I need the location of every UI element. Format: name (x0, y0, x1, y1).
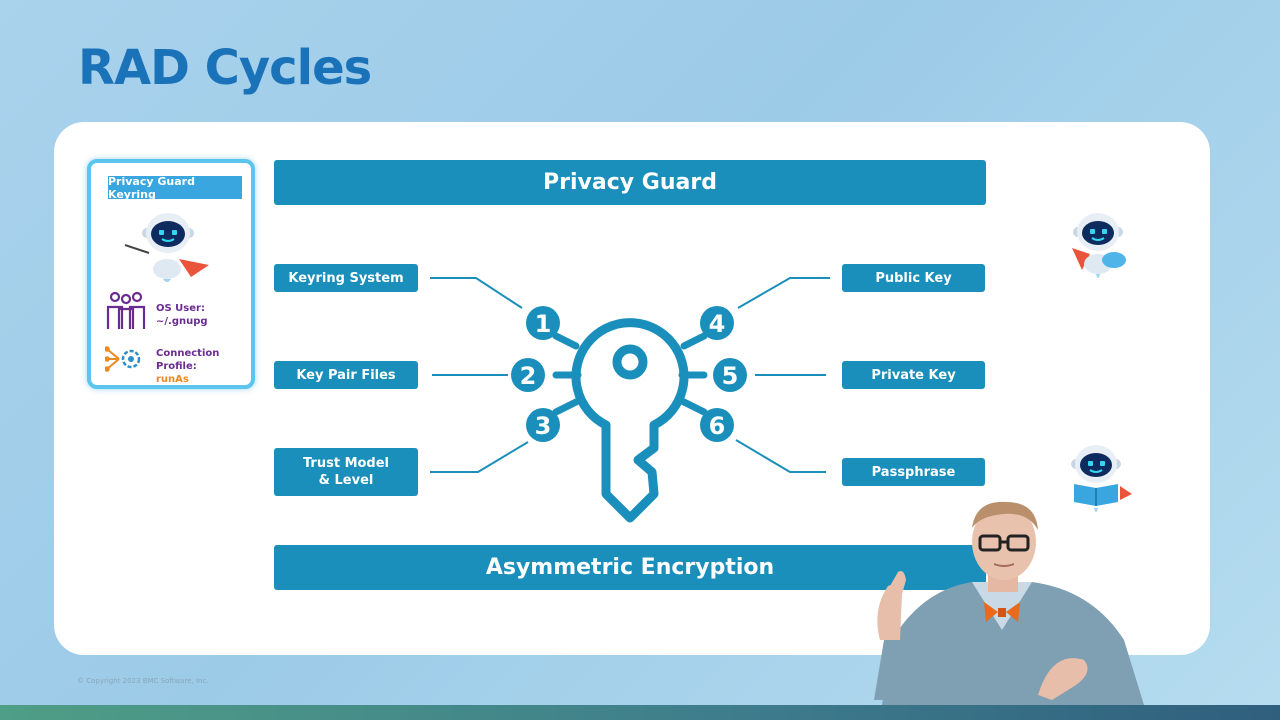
keyring-panel: Privacy Guard Keyring OS User: ~/.gnupg … (87, 159, 255, 389)
connection-profile-label: Connection Profile: (156, 348, 220, 372)
key-pair-files-label: Key Pair Files (274, 361, 418, 389)
slide-title: RAD Cycles (78, 40, 372, 96)
robot-reading-icon (1071, 445, 1132, 512)
os-user-label: OS User: (156, 303, 205, 314)
trust-model-label: Trust Model & Level (274, 448, 418, 496)
privacy-guard-bar: Privacy Guard (274, 160, 986, 205)
asymmetric-encryption-bar: Asymmetric Encryption (274, 545, 986, 590)
users-icon (106, 291, 146, 329)
connection-profile-icon (105, 346, 141, 372)
robot-cloud-icon (1072, 213, 1126, 278)
keyring-system-label: Keyring System (274, 264, 418, 292)
footer-strip (0, 705, 1280, 720)
keyring-panel-title: Privacy Guard Keyring (108, 175, 242, 201)
passphrase-label: Passphrase (842, 458, 985, 486)
presenter-video (874, 501, 1144, 705)
private-key-label: Private Key (842, 361, 985, 389)
public-key-label: Public Key (842, 264, 985, 292)
connection-profile-value: runAs (156, 374, 189, 385)
os-user-value: ~/.gnupg (156, 316, 208, 327)
copyright-text: © Copyright 2023 BMC Software, Inc. (77, 677, 209, 685)
robot-mascot-icon (124, 213, 209, 282)
